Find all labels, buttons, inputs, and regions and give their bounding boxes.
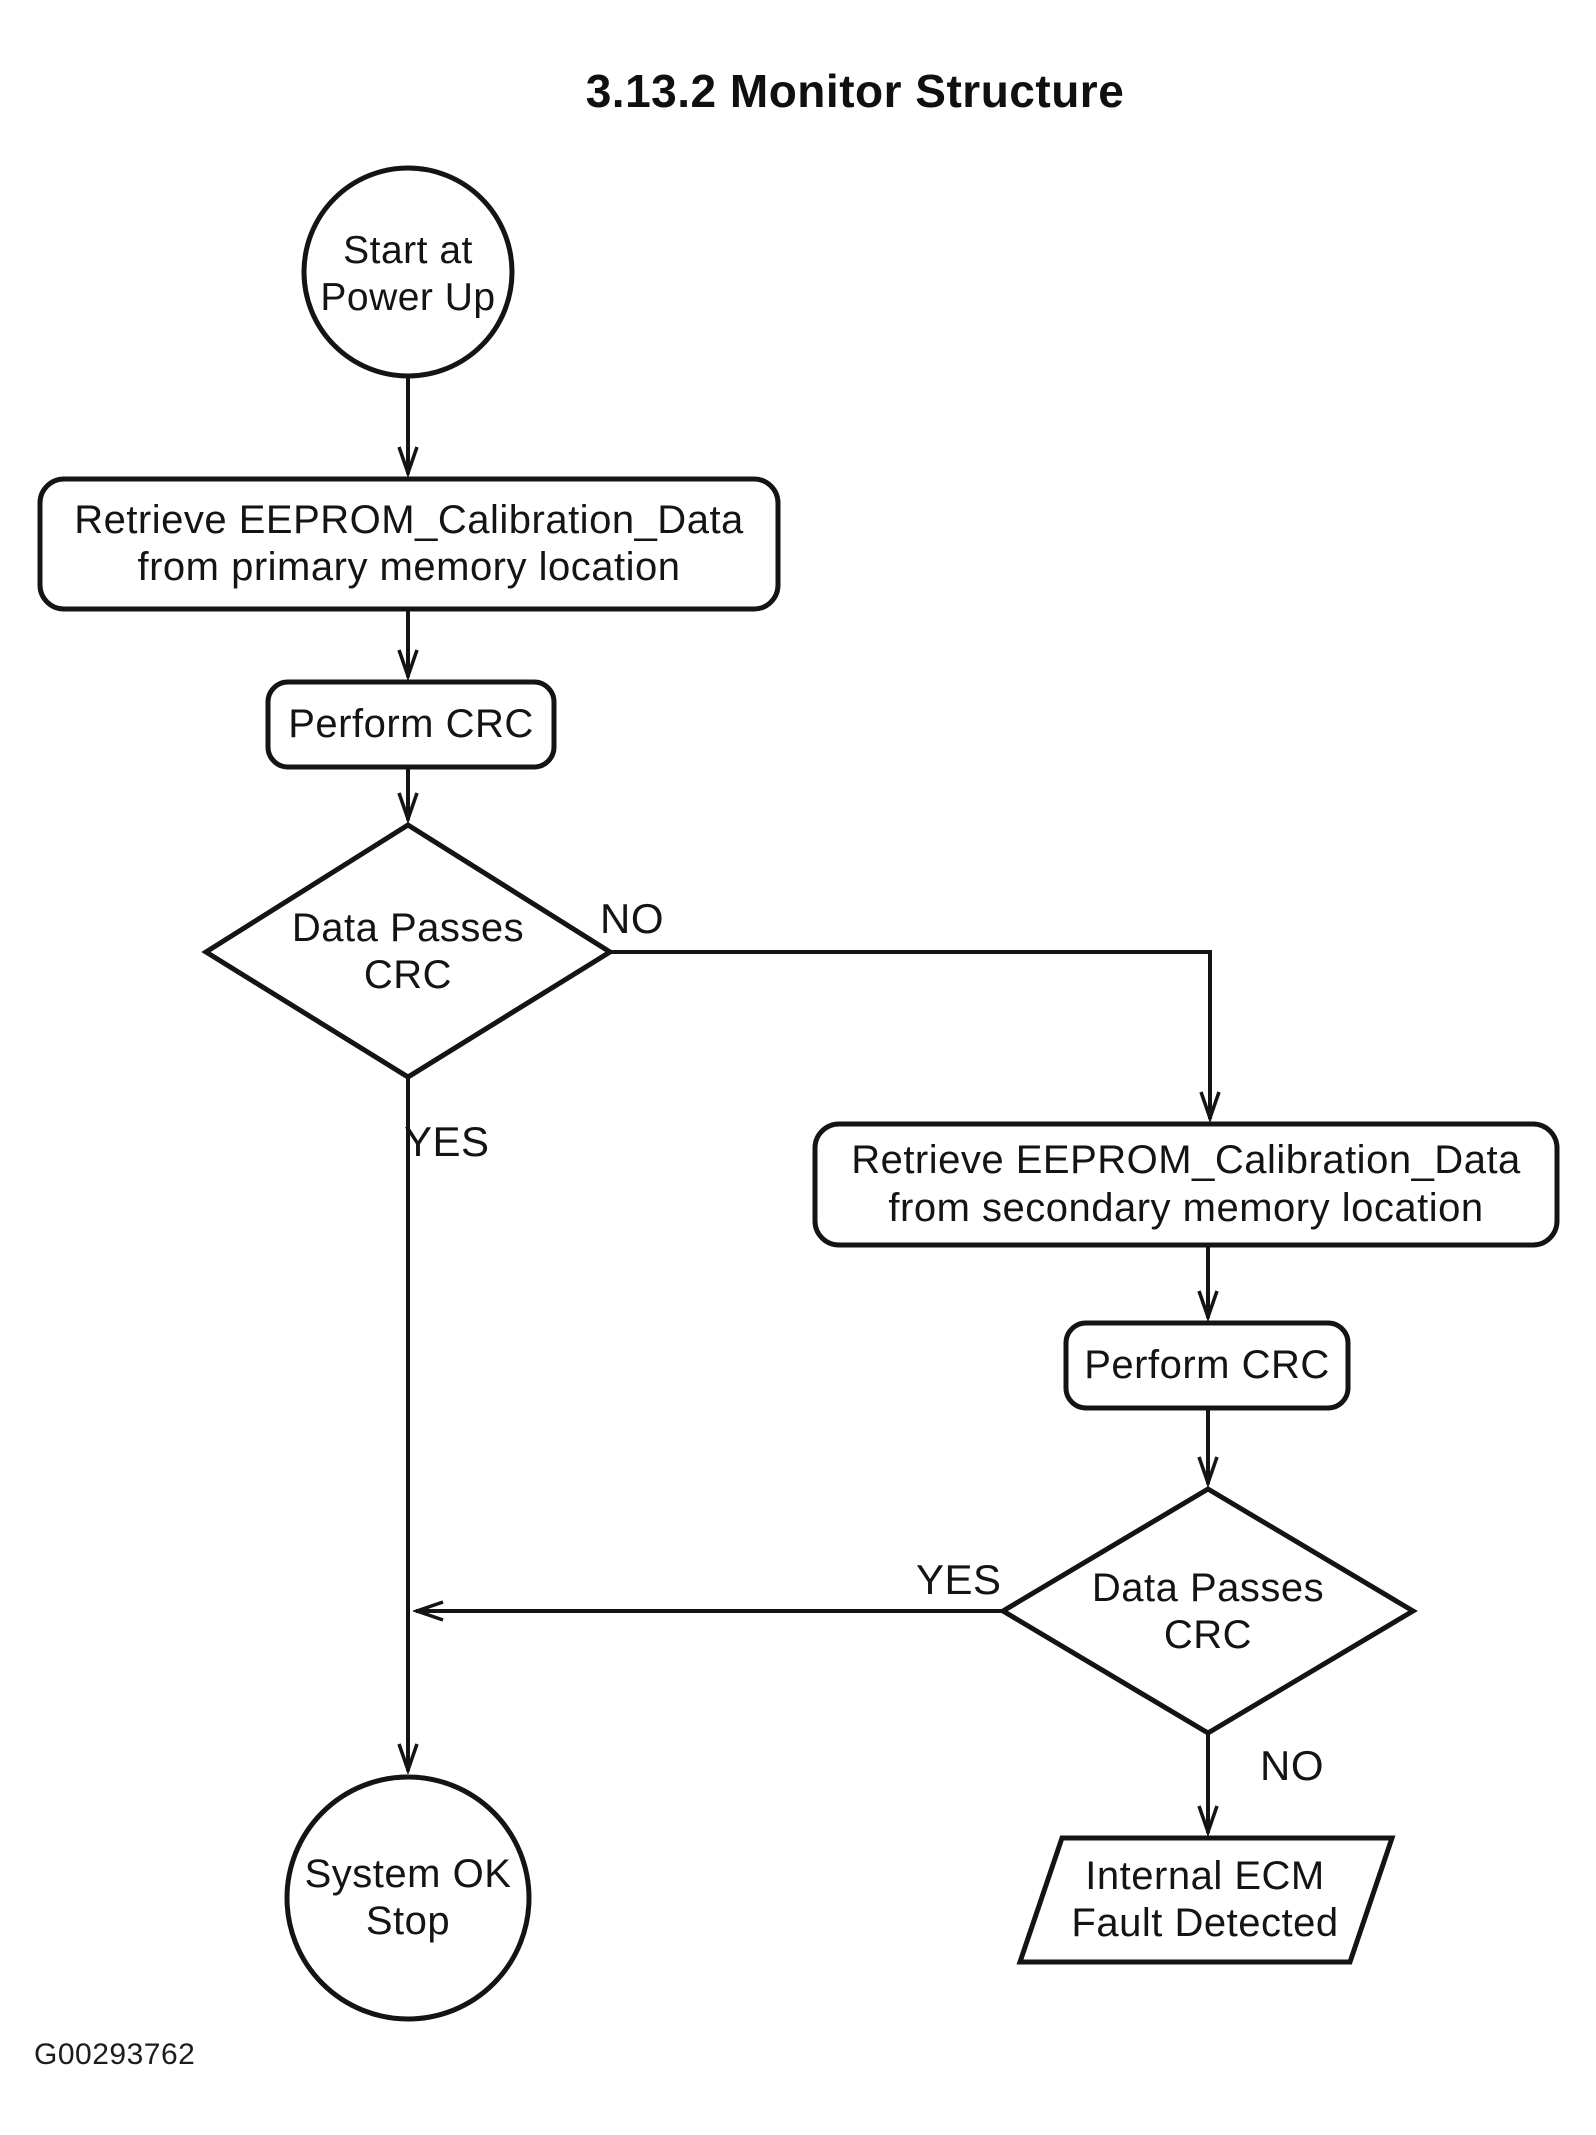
- perform-crc-secondary-node-shape: [1063, 1320, 1351, 1411]
- retrieve-secondary-node-label: Retrieve EEPROM_Calibration_Data from se…: [851, 1138, 1521, 1230]
- system-ok-node-shape: [284, 1774, 532, 2022]
- secondary-no-edge-label: NO: [1260, 1742, 1324, 1790]
- crc-check-primary-node-shape: [201, 822, 615, 1080]
- figure-id: G00293762: [34, 2038, 196, 2071]
- internal-fault-node-label: Internal ECM Fault Detected: [1071, 1853, 1339, 1945]
- crc-check-secondary-node-shape: [998, 1486, 1418, 1736]
- crc-check-primary-node-label: Data Passes CRC: [291, 905, 525, 997]
- primary-yes-edge-label: YES: [404, 1118, 490, 1166]
- retrieve-primary-node-label: Retrieve EEPROM_Calibration_Data from pr…: [74, 497, 744, 589]
- primary-no-edge-label: NO: [600, 895, 664, 943]
- retrieve-secondary-node-shape: [812, 1121, 1560, 1248]
- page-title: 3.13.2 Monitor Structure: [585, 65, 1125, 117]
- perform-crc-primary-node-shape: [265, 679, 557, 770]
- system-ok-node-label: System OK Stop: [304, 1851, 512, 1943]
- secondary-yes-edge-label: YES: [916, 1556, 1002, 1604]
- start-node-shape: [301, 165, 515, 379]
- perform-crc-primary-node-label: Perform CRC: [288, 701, 534, 746]
- retrieve-primary-node-shape: [37, 476, 781, 612]
- perform-crc-secondary-node-label: Perform CRC: [1084, 1342, 1330, 1387]
- internal-fault-node-shape: [1016, 1835, 1396, 1965]
- start-node-label: Start at Power Up: [320, 229, 496, 319]
- crc-check-secondary-node-label: Data Passes CRC: [1091, 1565, 1325, 1657]
- edge-primary-no-path: [610, 950, 1210, 1119]
